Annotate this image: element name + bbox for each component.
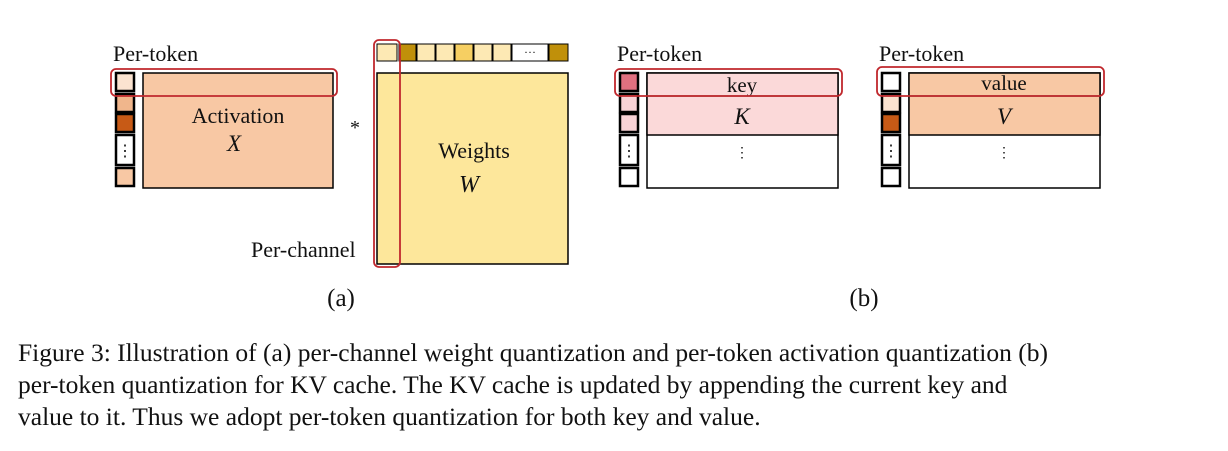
token-cell — [880, 112, 902, 134]
channel-cell — [492, 43, 512, 62]
token-cell — [618, 92, 640, 114]
token-cell — [618, 133, 640, 167]
value-symbol: V — [997, 104, 1014, 129]
channel-cell — [473, 43, 493, 62]
channel-cell — [376, 43, 398, 62]
panel-a-per-token-label: Per-token — [113, 41, 198, 66]
channel-cell — [416, 43, 436, 62]
token-cell — [880, 71, 902, 93]
value-header-label: value — [981, 71, 1026, 95]
weights-symbol: W — [459, 172, 481, 198]
activation-matrix — [142, 72, 334, 189]
value-token-vector: ⋮ — [880, 71, 902, 188]
token-cell — [880, 133, 902, 167]
token-cell — [618, 166, 640, 188]
channel-cell — [454, 43, 474, 62]
token-cell — [114, 166, 136, 188]
weights-matrix — [376, 72, 569, 265]
panel-b-sublabel: (b) — [849, 285, 878, 312]
key-cache-filled — [646, 72, 839, 136]
token-cell — [114, 112, 136, 134]
panel-b-key: Per-token ⋮ key K ⋮ — [614, 41, 843, 189]
token-cell — [114, 71, 136, 93]
value-cache-filled — [908, 72, 1101, 136]
per-token-highlight — [110, 68, 338, 97]
token-cell — [880, 166, 902, 188]
channel-cell — [435, 43, 455, 62]
activation-symbol: X — [226, 131, 242, 156]
value-body-ellipsis: ⋮ — [997, 146, 1011, 161]
caption-line: value to it. Thus we adopt per-token qua… — [18, 402, 761, 431]
key-per-token-highlight — [614, 68, 843, 97]
channel-cell — [548, 43, 569, 62]
weight-channel-vector: ··· — [376, 43, 569, 62]
channel-cell — [511, 43, 549, 62]
panel-b-value: Per-token ⋮ value V ⋮ — [876, 41, 1105, 189]
caption-line: Figure 3: Illustration of (a) per-channe… — [18, 338, 1048, 367]
key-per-token-label: Per-token — [617, 41, 702, 66]
token-cell — [618, 71, 640, 93]
quantization-diagram: Per-token ⋮ Activation X * ··· — [110, 39, 1105, 312]
activation-label: Activation — [192, 103, 285, 128]
value-per-token-label: Per-token — [879, 41, 964, 66]
token-ellipsis: ⋮ — [117, 143, 133, 160]
token-cell — [880, 92, 902, 114]
channel-cell — [398, 43, 417, 62]
channel-ellipsis: ··· — [524, 45, 536, 59]
key-symbol: K — [733, 104, 751, 129]
multiply-symbol: * — [350, 117, 360, 139]
panel-a-sublabel: (a) — [327, 285, 355, 312]
weights-label: Weights — [438, 138, 510, 163]
caption-line: per-token quantization for KV cache. The… — [18, 370, 1008, 399]
per-channel-highlight — [373, 39, 401, 268]
key-header-label: key — [727, 73, 758, 97]
value-per-token-highlight — [876, 66, 1105, 97]
token-cell — [114, 92, 136, 114]
activation-token-vector: ⋮ — [114, 71, 136, 188]
figure-caption: Figure 3: Illustration of (a) per-channe… — [18, 337, 1210, 433]
token-cell — [618, 112, 640, 134]
token-ellipsis: ⋮ — [883, 143, 899, 160]
key-body-ellipsis: ⋮ — [735, 146, 749, 161]
per-channel-label: Per-channel — [251, 237, 356, 262]
key-token-vector: ⋮ — [618, 71, 640, 188]
panel-a: Per-token ⋮ Activation X * ··· — [110, 39, 569, 312]
token-ellipsis: ⋮ — [621, 143, 637, 160]
token-cell — [114, 133, 136, 167]
